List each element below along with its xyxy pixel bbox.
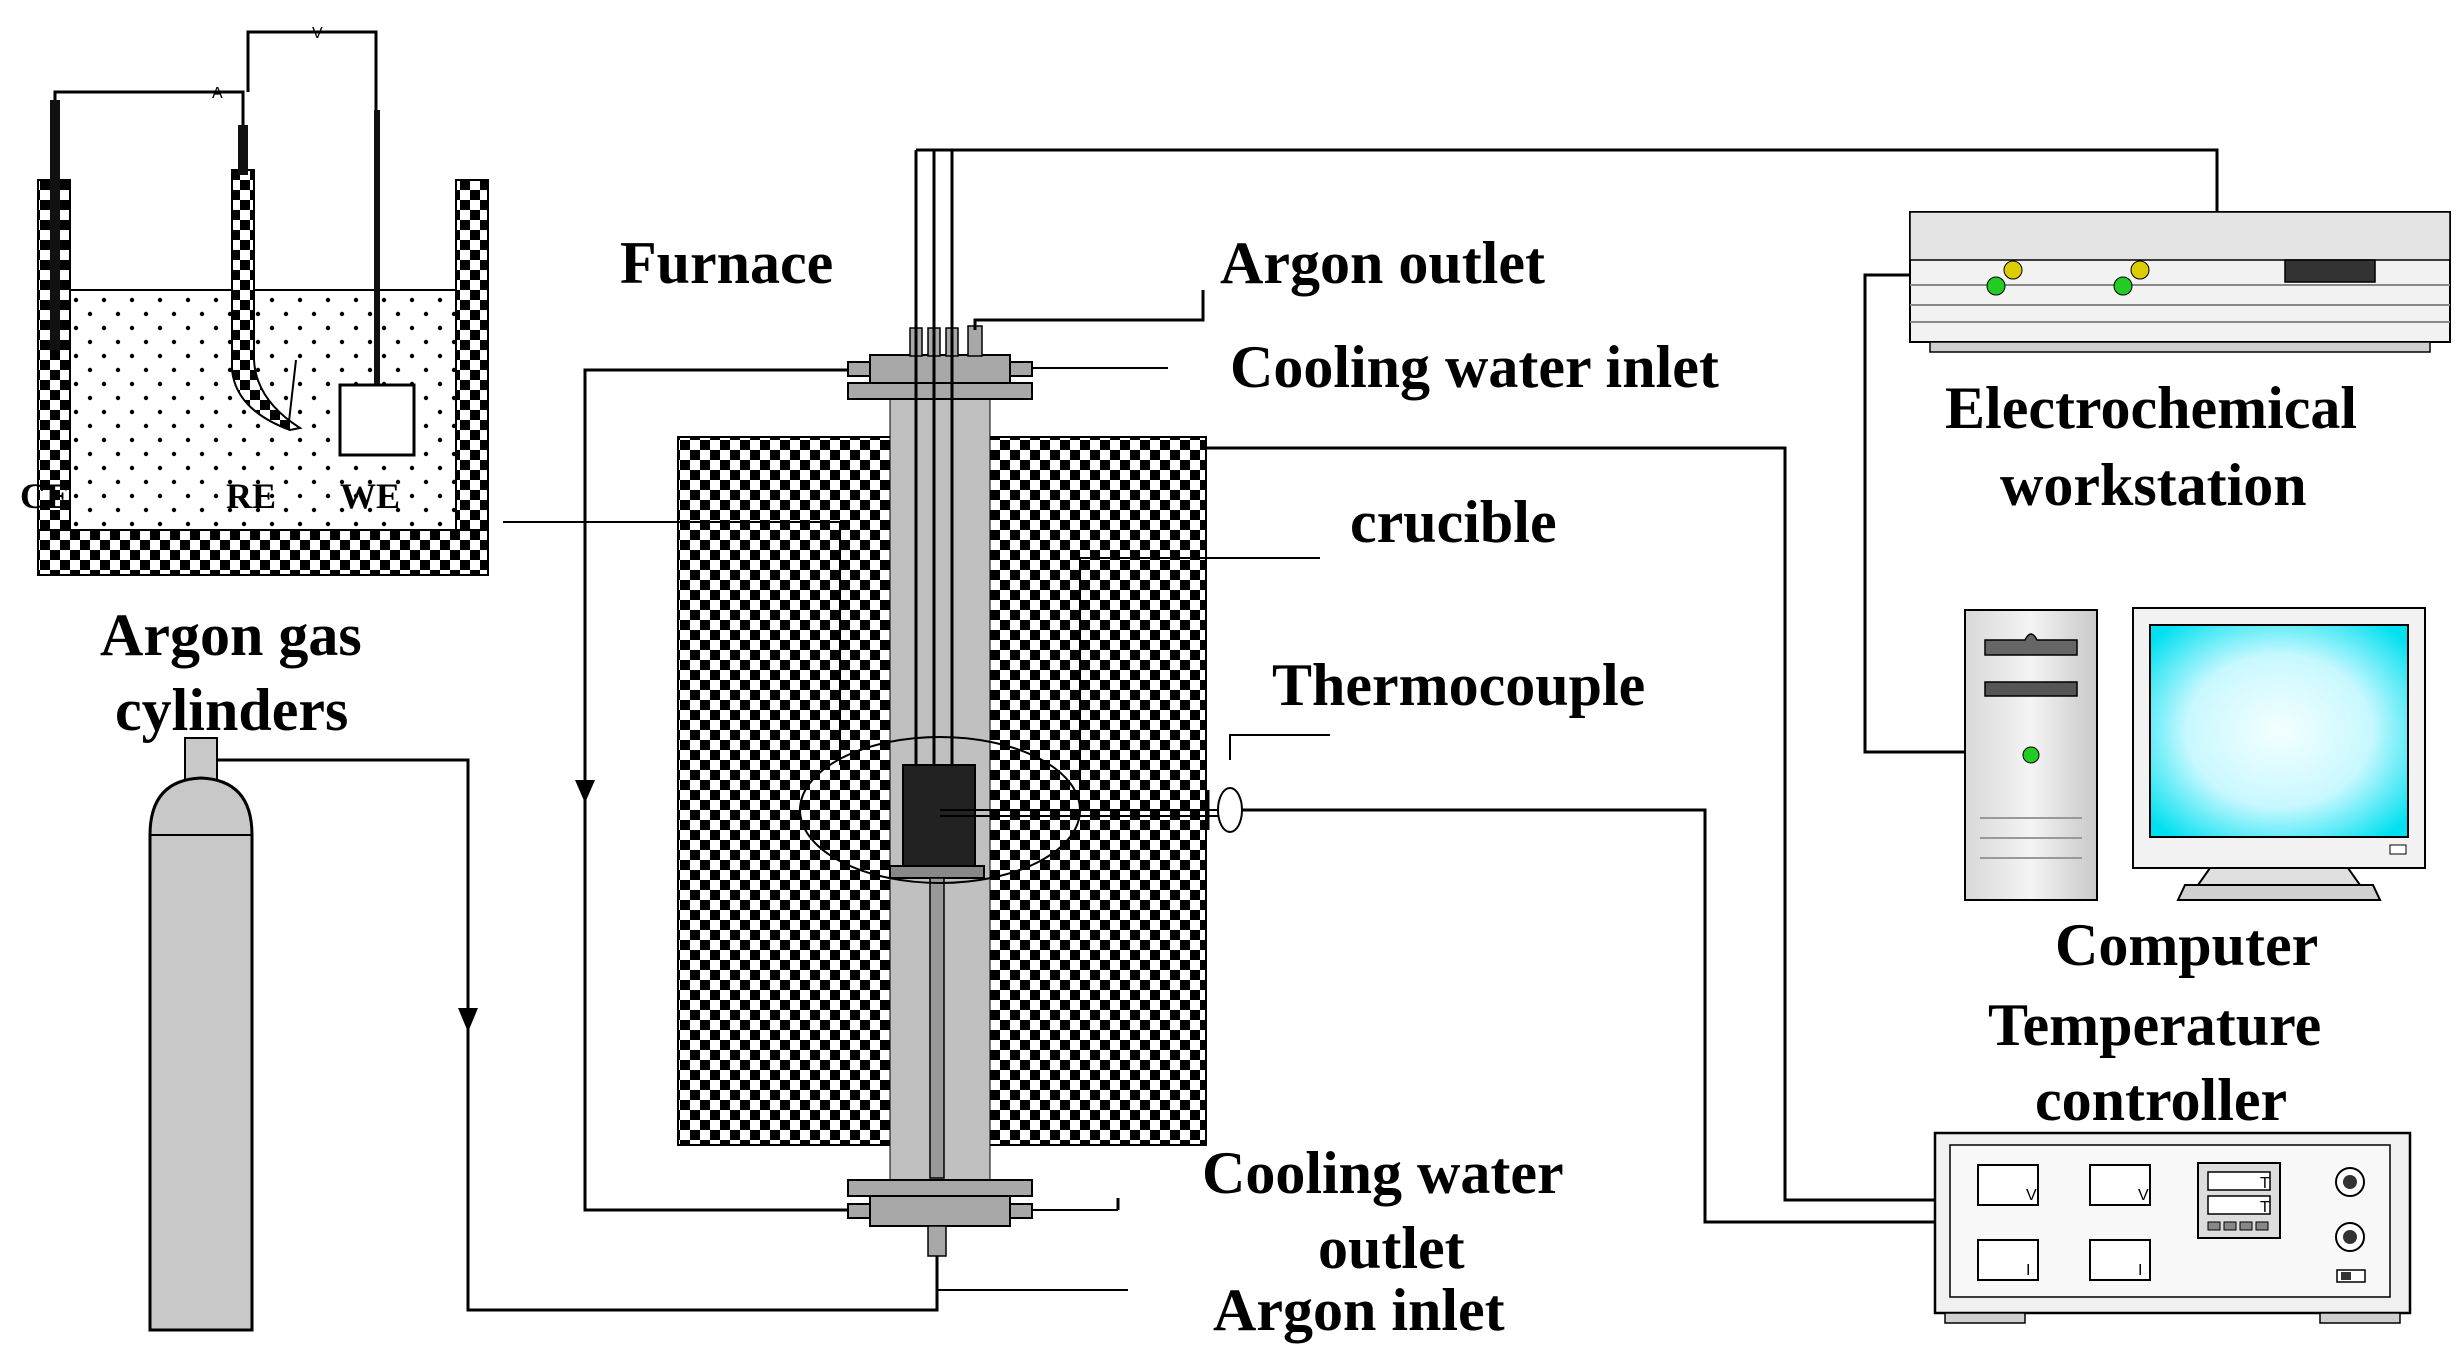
computer-tower (1964, 609, 2098, 901)
argon-gas-cylinders-label-1: Argon gas (100, 602, 362, 668)
we-label: WE (340, 476, 400, 516)
cooling-water-outlet-label-2: outlet (1318, 1215, 1465, 1281)
meter-bottom-left (1977, 1239, 2039, 1281)
argon-inlet-label: Argon inlet (1213, 1277, 1505, 1343)
meter-top-left-label: V (2026, 1187, 2037, 1204)
cell-wall-right (455, 179, 489, 576)
argon-flow-arrow (458, 1008, 478, 1032)
computer-label: Computer (2055, 912, 2318, 978)
reference-electrode (231, 169, 303, 432)
furnace-label: Furnace (620, 230, 833, 296)
electrochemical-workstation-label-2: workstation (2000, 452, 2307, 518)
argon-gas-cylinders-label-2: cylinders (115, 677, 348, 743)
temperature-controller-label-2: controller (2035, 1067, 2287, 1133)
re-label: RE (226, 476, 276, 516)
meter-top-mid-label: V (2138, 1187, 2149, 1204)
electrochemical-cell: A V CE RE WE (20, 25, 489, 576)
thermocouple-label: Thermocouple (1272, 652, 1645, 718)
meter-top-left (1977, 1164, 2039, 1206)
meter-bottom-mid-label: I (2138, 1262, 2142, 1279)
cooling-water-arrow (575, 780, 595, 803)
monitor-screen (2149, 624, 2409, 838)
cooling-water-inlet-label: Cooling water inlet (1230, 334, 1719, 400)
temperature-controller-label-1: Temperature (1988, 992, 2321, 1058)
display-top-label: T (2260, 1175, 2270, 1192)
electrochemical-workstation (1909, 211, 2451, 353)
computer-monitor (2132, 607, 2426, 901)
argon-outlet-label: Argon outlet (1220, 230, 1545, 296)
cell-bottom (37, 529, 489, 576)
display-bottom-label: T (2260, 1199, 2270, 1216)
argon-cylinder (148, 737, 254, 1332)
voltage-meter-label: V (312, 25, 323, 42)
cooling-water-outlet-label-1: Cooling water (1202, 1140, 1564, 1206)
counter-electrode (50, 100, 60, 350)
current-meter-label: A (212, 85, 223, 102)
temperature-controller: V V I I T T (1933, 1131, 2412, 1324)
meter-bottom-mid (2089, 1239, 2151, 1281)
electrochemical-workstation-label-1: Electrochemical (1945, 375, 2357, 441)
thermocouple-connector (1217, 787, 1243, 833)
meter-top-mid (2089, 1164, 2151, 1206)
crucible-label: crucible (1350, 489, 1557, 555)
crucible (902, 764, 976, 871)
working-electrode (338, 383, 416, 457)
meter-bottom-left-label: I (2026, 1262, 2030, 1279)
workstation-slot (2284, 259, 2376, 283)
furnace (677, 150, 1243, 1257)
ce-label: CE (20, 476, 70, 516)
